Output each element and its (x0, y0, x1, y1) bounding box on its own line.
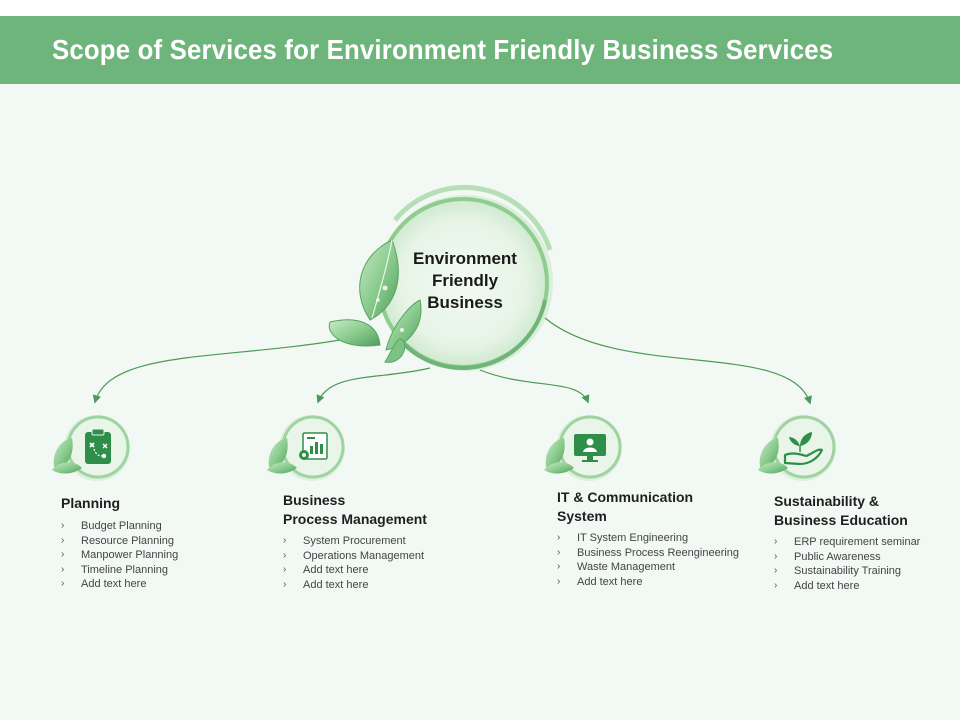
list-item: › Add text here (61, 577, 178, 592)
chevron-icon: › (283, 549, 287, 561)
chevron-icon: › (61, 563, 65, 575)
arrow-to-business-process (316, 367, 431, 404)
chevron-icon: › (283, 578, 287, 590)
list-item: › Timeline Planning (61, 563, 178, 578)
section-list: › ERP requirement seminar › Public Awarene… (774, 535, 920, 593)
list-item: › Operations Management (283, 549, 427, 564)
section-list: › Budget Planning › Resource Planning › Man… (61, 519, 178, 592)
section-list: › IT System Engineering › Business Process… (557, 531, 739, 589)
list-item: › Add text here (283, 578, 427, 593)
list-item-label: Add text here (303, 564, 369, 576)
process-chart-gear-icon (299, 432, 328, 460)
list-item-label: Public Awareness (794, 550, 881, 563)
list-item-label: Add text here (577, 575, 643, 588)
list-item: › Manpower Planning (61, 548, 178, 563)
list-item: › Business Process Reengineering (557, 546, 739, 561)
arrow-to-sustainability (544, 317, 812, 405)
list-item: › ERP requirement seminar (774, 535, 920, 550)
list-item: › Add text here (774, 579, 920, 594)
chevron-icon: › (774, 579, 778, 591)
center-label-line: Environment (413, 249, 517, 268)
list-item-label: IT System Engineering (577, 532, 689, 544)
clipboard-strategy-icon (85, 428, 111, 464)
section-planning: Planning › Budget Planning › Resource Plan… (61, 494, 178, 592)
chevron-icon: › (283, 564, 287, 575)
list-item: › Waste Management (557, 560, 739, 575)
list-item-label: Sustainability Training (794, 565, 902, 577)
section-list: › System Procurement › Operations Manageme… (283, 534, 427, 592)
list-item: › Public Awareness (774, 550, 920, 565)
chevron-icon: › (557, 546, 561, 558)
list-item-label: System Procurement (303, 535, 406, 547)
list-item-label: Timeline Planning (81, 563, 169, 576)
arrow-to-planning (92, 339, 341, 404)
list-item: › IT System Engineering (557, 531, 739, 546)
header-bar (0, 16, 960, 84)
list-item-label: ERP requirement seminar (794, 536, 921, 548)
list-item-label: Business Process Reengineering (577, 546, 740, 559)
chevron-icon: › (61, 578, 65, 589)
chevron-icon: › (61, 520, 65, 531)
center-leaves (328, 239, 422, 363)
chevron-icon: › (283, 535, 287, 546)
list-item-label: Resource Planning (81, 534, 174, 547)
section-sustainability: Sustainability & Business Education › ERP… (774, 492, 920, 593)
list-item-label: Add text here (81, 578, 147, 590)
chevron-icon: › (557, 532, 561, 543)
connector-arrows (92, 317, 812, 405)
list-item-label: Add text here (303, 578, 369, 591)
list-item: › Add text here (283, 563, 427, 578)
list-item-label: Budget Planning (81, 520, 162, 532)
center-label: Environment Friendly Business (400, 248, 530, 314)
list-item: › Sustainability Training (774, 564, 920, 579)
section-business-process: Business Process Management › System Proc… (283, 491, 427, 592)
arrow-to-it-communication (479, 369, 590, 404)
list-item-label: Manpower Planning (81, 549, 179, 561)
section-title: Business Process Management (283, 492, 427, 527)
top-strip (0, 0, 960, 16)
list-item-label: Waste Management (577, 561, 676, 573)
page-title: Scope of Services for Environment Friend… (52, 34, 834, 65)
list-item: › Budget Planning (61, 519, 178, 534)
list-item-label: Add text here (794, 579, 860, 592)
chevron-icon: › (61, 549, 65, 560)
chevron-icon: › (61, 534, 65, 546)
center-circle (377, 184, 553, 371)
chevron-icon: › (557, 561, 561, 572)
chevron-icon: › (557, 575, 561, 587)
planning-node (52, 415, 130, 481)
hand-plant-icon (783, 432, 824, 466)
list-item-label: Operations Management (303, 549, 425, 562)
section-title: IT & Communication System (557, 489, 694, 524)
section-it-communication: IT & Communication System › IT System Eng… (557, 488, 739, 589)
sustainability-node (758, 415, 836, 481)
chevron-icon: › (774, 550, 778, 562)
list-item: › Add text here (557, 575, 739, 590)
center-label-line: Business (427, 293, 503, 312)
chevron-icon: › (774, 536, 778, 547)
chevron-icon: › (774, 565, 778, 576)
center-label-line: Friendly (431, 271, 499, 290)
section-title: Planning (61, 495, 121, 511)
list-item: › System Procurement (283, 534, 427, 549)
section-title: Sustainability & Business Education (774, 493, 908, 528)
list-item: › Resource Planning (61, 534, 178, 549)
monitor-user-icon (574, 434, 606, 462)
